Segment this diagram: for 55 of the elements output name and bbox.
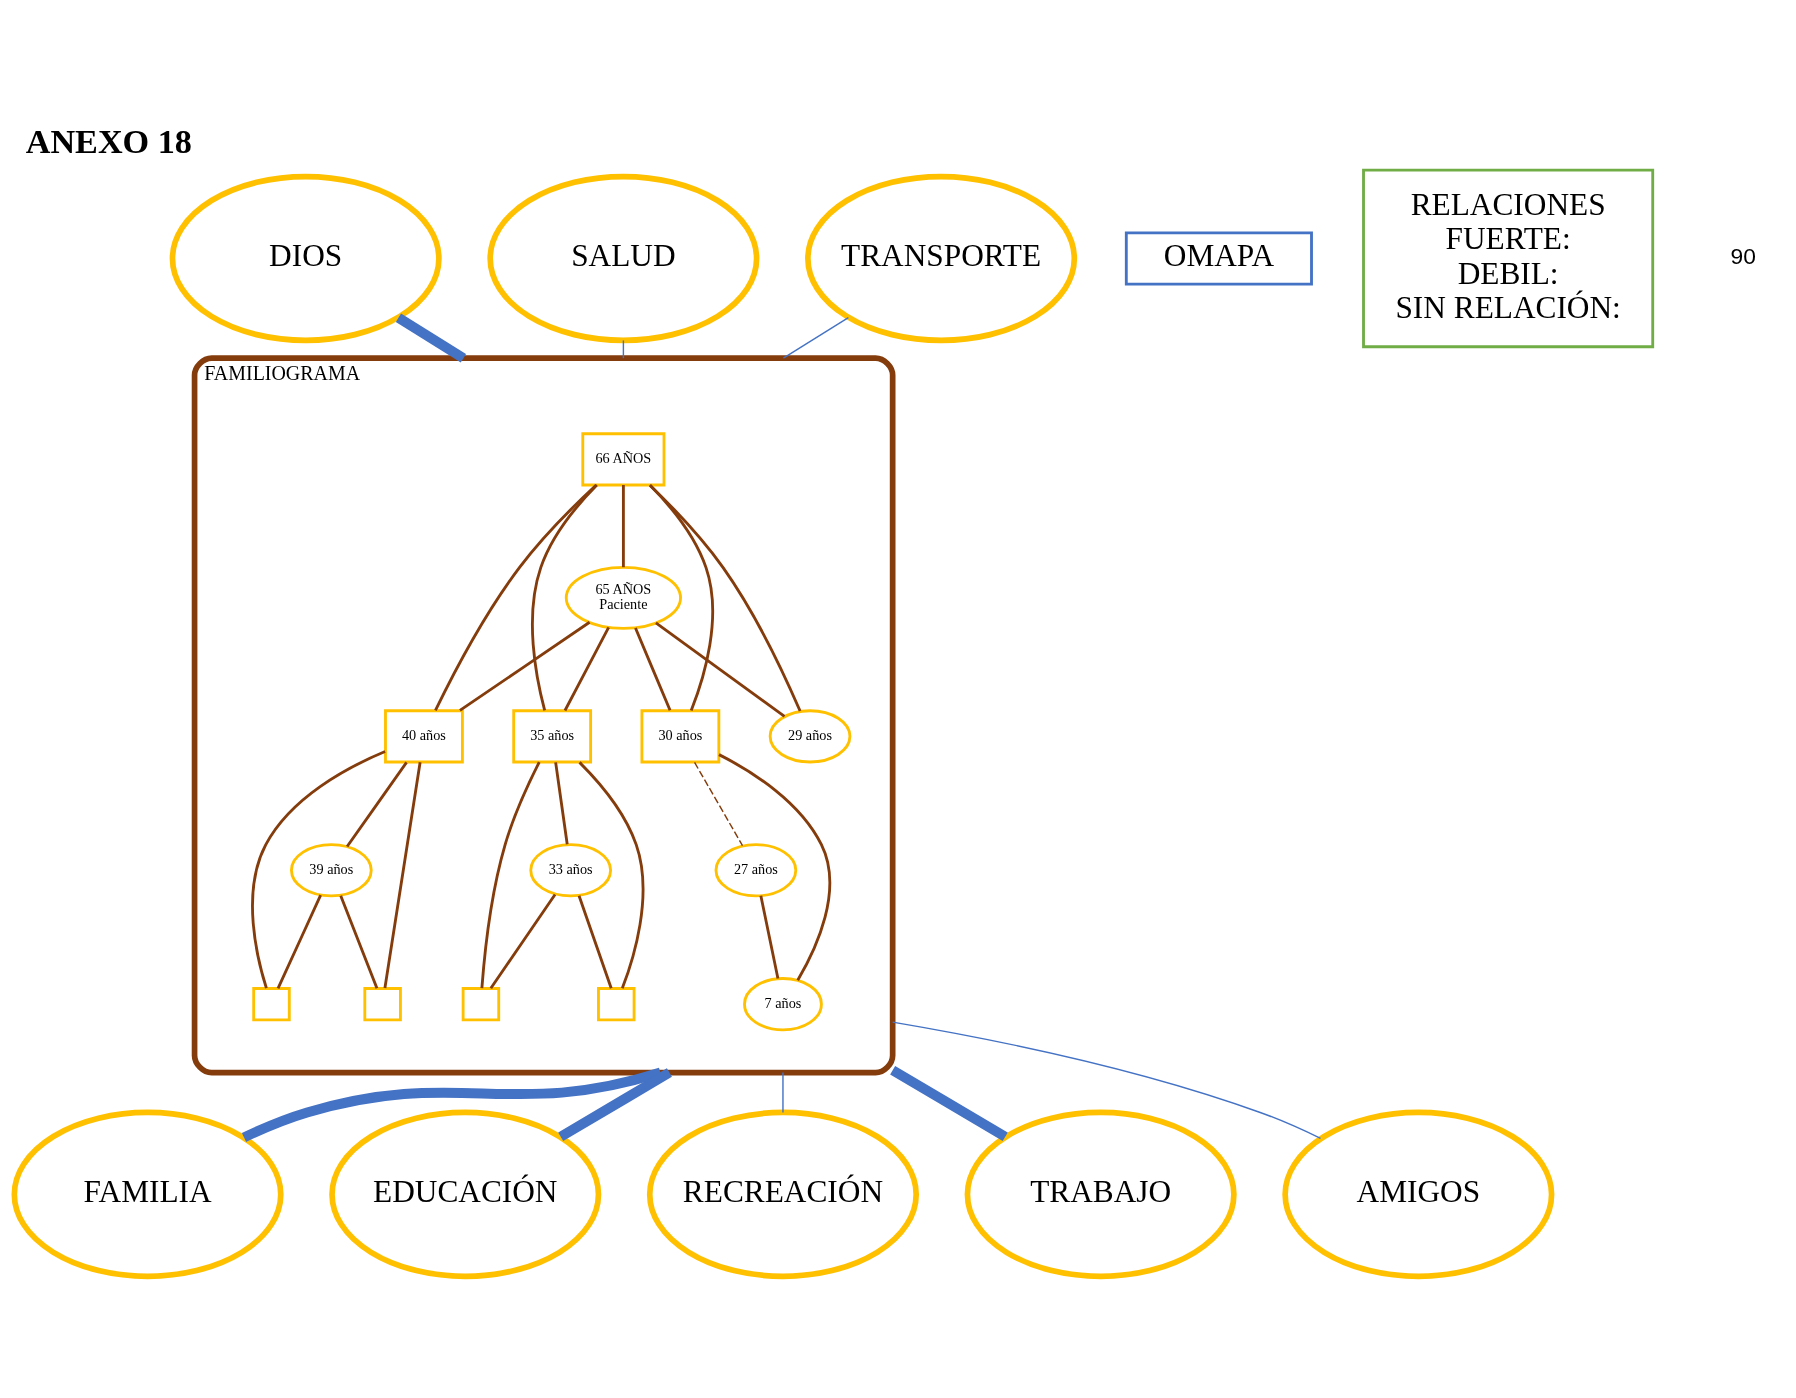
- connector: [459, 621, 591, 712]
- node-box: [461, 987, 501, 1022]
- node-ellipse: RECREACIÓN: [646, 1109, 919, 1280]
- node-ellipse: SALUD: [487, 173, 760, 344]
- connector: [655, 621, 786, 718]
- node-ellipse: FAMILIA: [11, 1109, 284, 1280]
- node-ellipse: DIOS: [169, 173, 442, 344]
- node-ellipse: 39 años: [290, 843, 373, 898]
- node-box: OMAPA: [1124, 231, 1313, 286]
- node-box: [252, 987, 291, 1022]
- connector: [339, 895, 379, 989]
- connector: [345, 761, 408, 848]
- connector: [276, 894, 322, 990]
- connector: [563, 626, 610, 712]
- connector: [489, 893, 557, 990]
- connector: [395, 313, 467, 363]
- node-ellipse: 27 años: [714, 843, 798, 898]
- connector: [759, 895, 780, 979]
- connector: [782, 1071, 784, 1114]
- connector: [531, 484, 598, 711]
- node-box: [597, 987, 636, 1022]
- node-ellipse: 33 años: [529, 843, 612, 898]
- connector: [890, 1066, 1008, 1141]
- connector: [621, 485, 625, 568]
- connector: [634, 627, 672, 711]
- connector: [383, 762, 422, 989]
- node-ellipse: 7 años: [743, 977, 823, 1032]
- node-ellipse: AMIGOS: [1282, 1109, 1555, 1280]
- connector: [251, 750, 386, 989]
- node-box: [363, 987, 402, 1022]
- connector: [558, 1068, 672, 1141]
- node-box: 30 años: [640, 709, 721, 764]
- node-box: 35 años: [512, 709, 593, 764]
- connector: [891, 1021, 1322, 1140]
- node-ellipse: TRABAJO: [964, 1109, 1237, 1280]
- connector: [648, 484, 715, 711]
- diagram-title: ANEXO 18: [25, 123, 192, 161]
- connector: [480, 761, 541, 989]
- connector: [649, 484, 802, 712]
- node-ellipse: 29 años: [768, 709, 852, 764]
- node-ellipse: 65 AÑOS Paciente: [564, 565, 682, 630]
- connector: [434, 484, 598, 712]
- connector: [241, 1067, 662, 1142]
- label: 90: [1730, 242, 1756, 269]
- node-ellipse: EDUCACIÓN: [329, 1109, 602, 1280]
- connector: [718, 753, 832, 981]
- connector: [782, 317, 850, 359]
- connector: [578, 761, 645, 989]
- node-box: 66 AÑOS: [581, 432, 666, 487]
- node-box: 40 años: [384, 709, 464, 764]
- connector: [693, 761, 744, 847]
- connector: [554, 762, 569, 845]
- node-ellipse: TRANSPORTE: [805, 173, 1078, 344]
- connector: [577, 895, 613, 989]
- node-box: RELACIONES FUERTE: DEBIL: SIN RELACIÓN:: [1362, 168, 1655, 349]
